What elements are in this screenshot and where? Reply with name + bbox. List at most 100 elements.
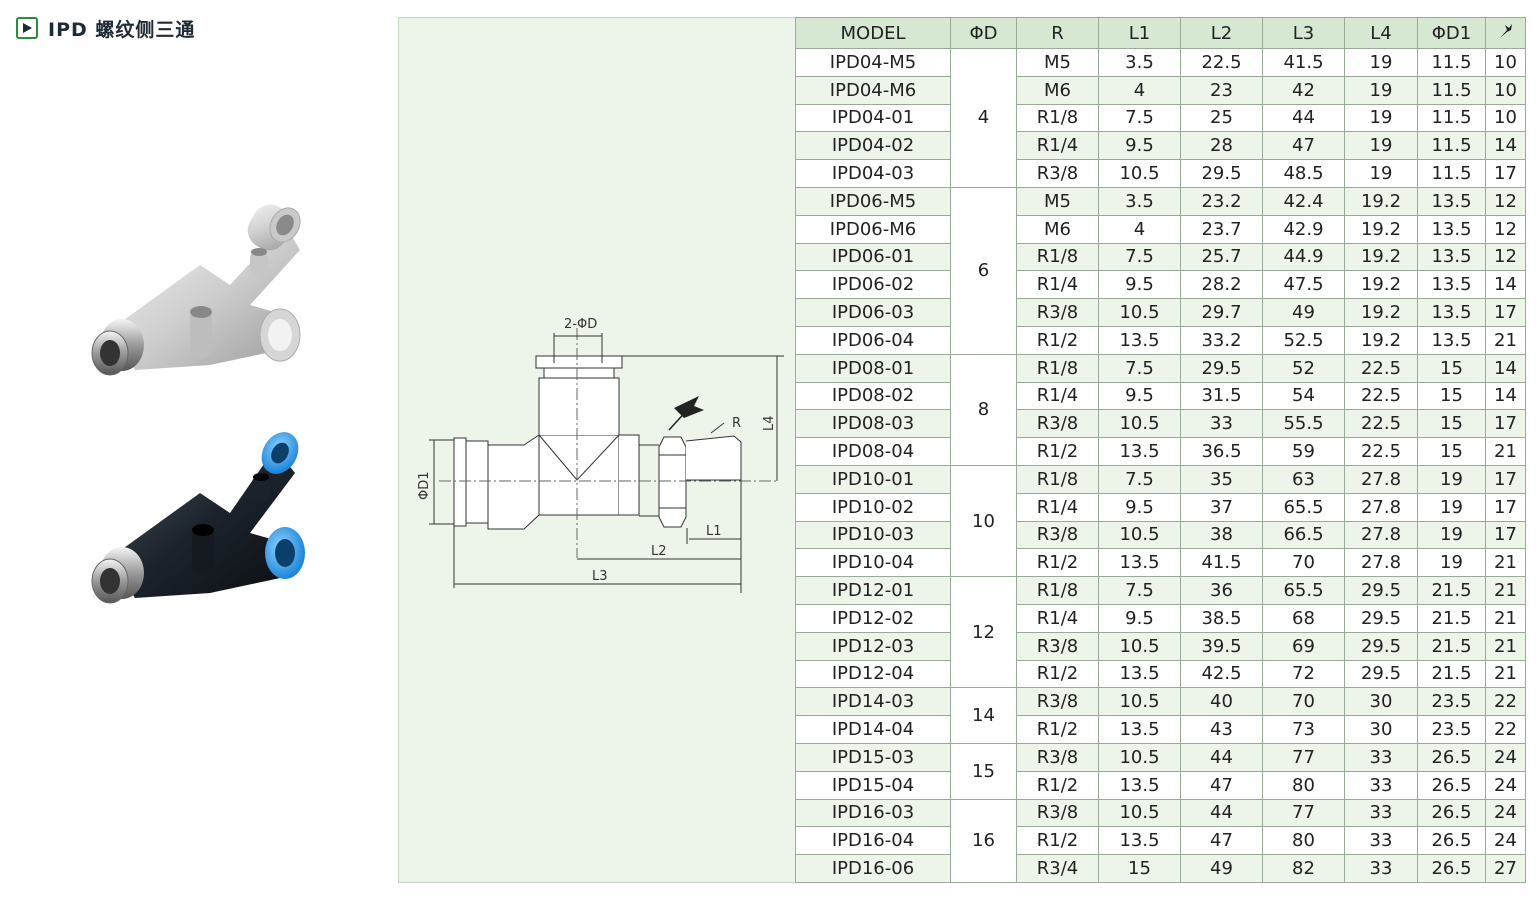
cell-wrench-size: 17 — [1485, 520, 1526, 550]
cell-l1: 9.5 — [1098, 381, 1181, 411]
cell-l1: 7.5 — [1098, 576, 1181, 605]
cell-r: R3/8 — [1016, 409, 1099, 439]
col-header-phi-d: ΦD — [950, 17, 1017, 49]
cell-r: R3/8 — [1016, 298, 1099, 327]
cell-r: R1/8 — [1016, 464, 1099, 494]
cell-l1: 10.5 — [1098, 742, 1181, 772]
cell-l2: 47 — [1180, 770, 1263, 800]
cell-r: M6 — [1016, 214, 1099, 244]
cell-l1: 3.5 — [1098, 48, 1181, 77]
cell-l3: 41.5 — [1262, 48, 1345, 77]
label-l3: L3 — [592, 569, 608, 584]
label-phi-d1: ΦD1 — [417, 471, 432, 500]
cell-l1: 13.5 — [1098, 437, 1181, 466]
cell-l2: 25 — [1180, 103, 1263, 133]
cell-l2: 23.2 — [1180, 186, 1263, 216]
cell-model: IPD04-02 — [795, 131, 951, 161]
cell-model: IPD12-04 — [795, 659, 951, 689]
cell-l3: 65.5 — [1262, 492, 1345, 522]
cell-l4: 19.2 — [1344, 214, 1418, 244]
cell-l3: 69 — [1262, 631, 1345, 661]
cell-phi-d1: 13.5 — [1417, 298, 1486, 327]
cell-phi-d1: 13.5 — [1417, 214, 1486, 244]
cell-wrench-size: 17 — [1485, 464, 1526, 494]
cell-l1: 13.5 — [1098, 548, 1181, 578]
cell-r: R1/2 — [1016, 325, 1099, 355]
cell-wrench-size: 10 — [1485, 75, 1526, 105]
table-header-row: MODEL ΦD R L1 L2 L3 L4 ΦD1 — [795, 17, 1526, 49]
cell-l3: 80 — [1262, 770, 1345, 800]
cell-l1: 13.5 — [1098, 715, 1181, 744]
cell-l3: 72 — [1262, 659, 1345, 689]
grey-tee-fitting-image — [91, 204, 301, 376]
cell-phi-d1: 21.5 — [1417, 603, 1486, 633]
cell-wrench-size: 21 — [1485, 659, 1526, 689]
cell-phi-d1: 23.5 — [1417, 715, 1486, 744]
cell-phi-d: 14 — [950, 687, 1017, 744]
cell-phi-d1: 23.5 — [1417, 687, 1486, 717]
cell-model: IPD04-03 — [795, 159, 951, 188]
cell-model: IPD06-03 — [795, 298, 951, 327]
cell-wrench-size: 22 — [1485, 715, 1526, 744]
cell-model: IPD08-02 — [795, 381, 951, 411]
cell-l2: 38 — [1180, 520, 1263, 550]
cell-l4: 27.8 — [1344, 520, 1418, 550]
cell-l3: 80 — [1262, 826, 1345, 856]
cell-l4: 19.2 — [1344, 186, 1418, 216]
cell-l1: 9.5 — [1098, 131, 1181, 161]
cell-phi-d1: 19 — [1417, 520, 1486, 550]
cell-model: IPD06-01 — [795, 242, 951, 272]
cell-wrench-size: 14 — [1485, 131, 1526, 161]
cell-wrench-size: 17 — [1485, 159, 1526, 188]
cell-l3: 77 — [1262, 742, 1345, 772]
cell-l2: 38.5 — [1180, 603, 1263, 633]
cell-l2: 33 — [1180, 409, 1263, 439]
col-header-l1: L1 — [1098, 17, 1181, 49]
cell-phi-d1: 19 — [1417, 464, 1486, 494]
cell-r: M5 — [1016, 48, 1099, 77]
cell-wrench-size: 14 — [1485, 353, 1526, 383]
cell-l3: 70 — [1262, 548, 1345, 578]
cell-l3: 44 — [1262, 103, 1345, 133]
cell-phi-d: 10 — [950, 464, 1017, 578]
cell-l2: 28 — [1180, 131, 1263, 161]
label-r: R — [732, 416, 741, 431]
cell-l4: 29.5 — [1344, 631, 1418, 661]
wrench-icon — [1499, 23, 1512, 38]
cell-l2: 36 — [1180, 576, 1263, 605]
cell-r: M5 — [1016, 186, 1099, 216]
cell-l4: 19 — [1344, 131, 1418, 161]
cell-r: R1/4 — [1016, 603, 1099, 633]
cell-l3: 73 — [1262, 715, 1345, 744]
cell-l2: 33.2 — [1180, 325, 1263, 355]
cell-l4: 22.5 — [1344, 381, 1418, 411]
cell-phi-d1: 13.5 — [1417, 270, 1486, 300]
cell-model: IPD15-03 — [795, 742, 951, 772]
cell-phi-d1: 15 — [1417, 437, 1486, 466]
cell-wrench-size: 17 — [1485, 409, 1526, 439]
cell-l1: 10.5 — [1098, 159, 1181, 188]
cell-model: IPD10-04 — [795, 548, 951, 578]
cell-model: IPD04-01 — [795, 103, 951, 133]
cell-l2: 22.5 — [1180, 48, 1263, 77]
cell-l1: 10.5 — [1098, 631, 1181, 661]
label-l4: L4 — [762, 415, 777, 431]
cell-l1: 13.5 — [1098, 770, 1181, 800]
cell-phi-d1: 15 — [1417, 353, 1486, 383]
cell-r: R3/8 — [1016, 159, 1099, 188]
cell-model: IPD10-01 — [795, 464, 951, 494]
cell-l1: 10.5 — [1098, 520, 1181, 550]
cell-l2: 44 — [1180, 742, 1263, 772]
cell-r: R3/8 — [1016, 798, 1099, 828]
cell-l3: 47 — [1262, 131, 1345, 161]
